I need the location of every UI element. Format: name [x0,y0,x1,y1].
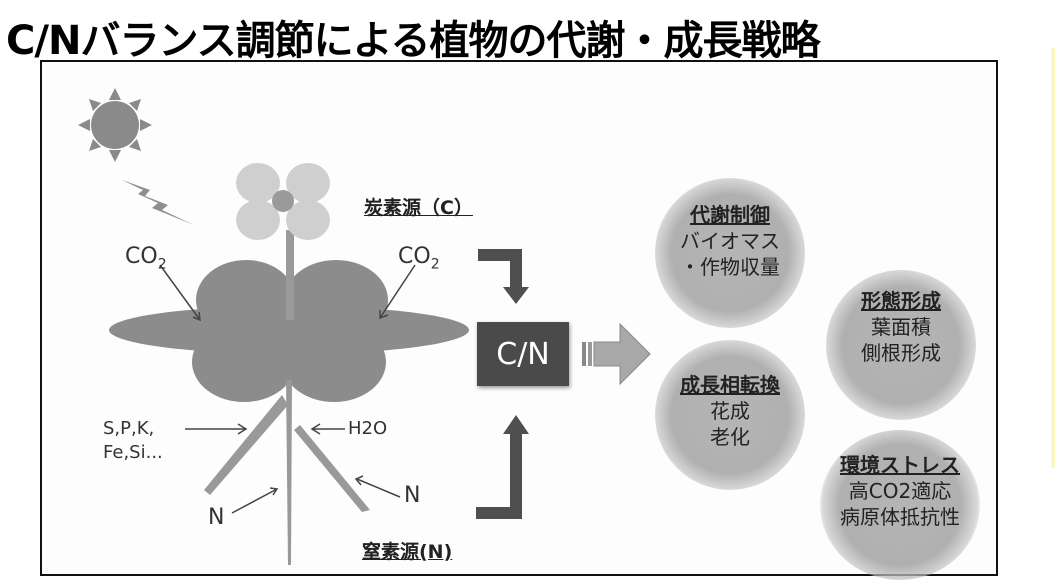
outcome-line: 側根形成 [861,341,941,365]
outcome-line: 高CO2適応 [848,479,952,503]
outcome-bubble-env-stress: 環境ストレス 高CO2適応 病原体抵抗性 [820,430,980,580]
water-label: H2O [348,418,388,439]
outcome-bubble-metabolism: 代謝制御 バイオマス ・作物収量 [655,178,805,328]
nitrogen-source-label: 窒素源(N) [362,541,453,563]
minerals-label-line2: Fe,Si... [103,442,163,463]
nitrogen-left-label: N [208,505,225,530]
outcome-line: バイオマス [680,229,780,253]
outcome-line: ・作物収量 [680,255,780,279]
flower-icon [236,163,330,240]
leaves-icon [109,260,469,402]
outcome-bubble-phase-transition: 成長相転換 花成 老化 [655,340,805,490]
roots-icon [204,380,370,565]
nitrogen-right-label: N [404,483,421,508]
outcome-heading: 代謝制御 [690,203,770,227]
outcome-line: 病原体抵抗性 [840,505,960,529]
outcome-heading: 環境ストレス [840,453,960,477]
arrow-up-icon [476,415,529,519]
outcome-bubble-morphogenesis: 形態形成 葉面積 側根形成 [826,270,976,420]
side-strip [1051,48,1055,468]
arrow-down-icon [478,249,529,304]
slide-title: C/Nバランス調節による植物の代謝・成長戦略 [6,18,820,64]
outcome-heading: 成長相転換 [680,373,780,397]
arrow-right-icon [582,322,651,386]
outcome-line: 花成 [710,399,750,423]
outcome-line: 葉面積 [871,315,931,339]
co2-left-label: CO2 [125,244,167,273]
minerals-label-line1: S,P,K, [103,418,155,439]
sun-icon [78,88,152,162]
outcome-line: 老化 [710,425,750,449]
lightning-icon [122,180,194,225]
input-arrows [159,264,416,514]
carbon-source-label: 炭素源（C） [364,197,473,219]
outcome-heading: 形態形成 [861,289,941,313]
co2-right-label: CO2 [398,244,440,273]
cn-ratio-box: C/N [477,322,569,386]
stem-icon [286,230,294,320]
